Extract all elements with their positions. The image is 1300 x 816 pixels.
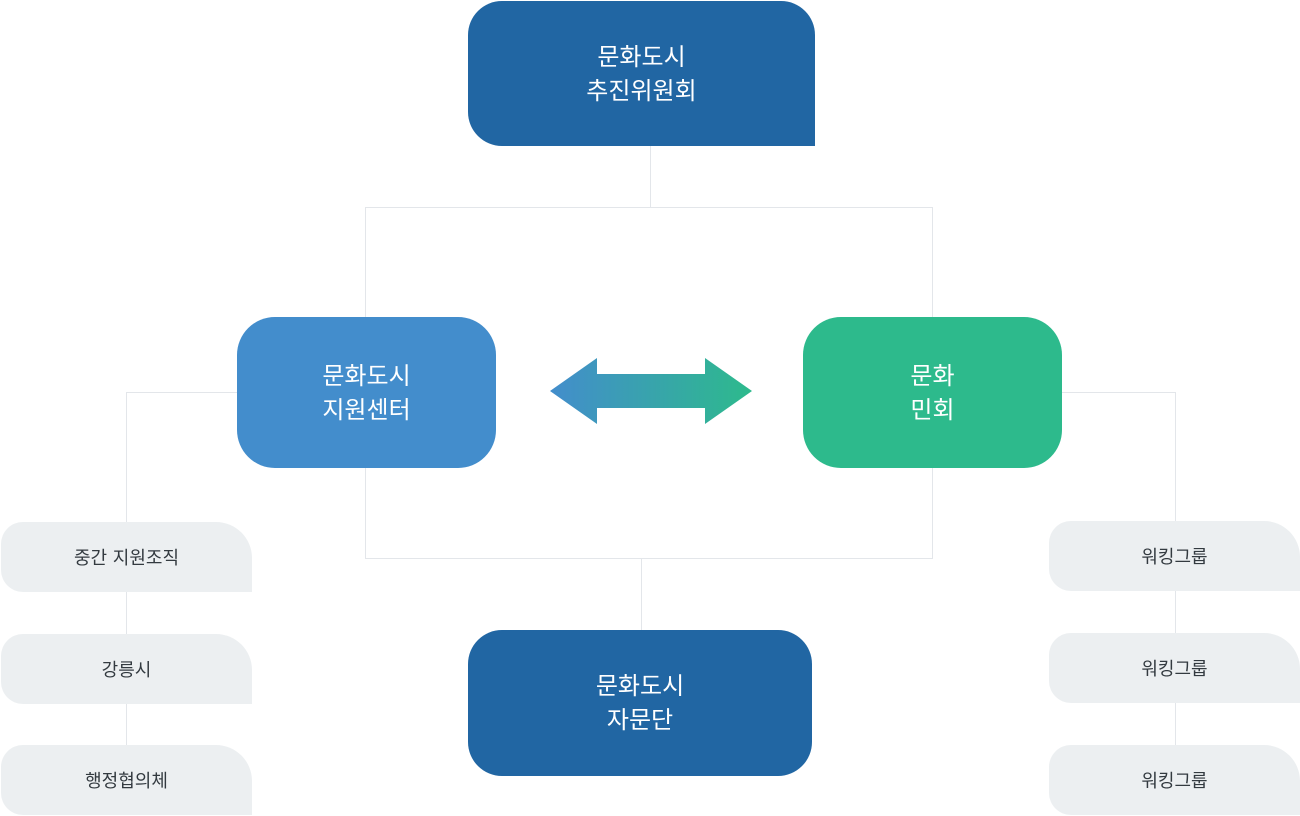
connector-bottom-left-up [365, 467, 366, 559]
connector-top-left-drop [365, 207, 366, 318]
culture-city-promotion-committee-box: 문화도시 추진위원회 [468, 1, 815, 146]
culture-citizen-assembly-box: 문화 민회 [803, 317, 1062, 468]
right-sub-item-2-label: 워킹그룹 [1141, 659, 1208, 680]
right-center-label: 문화 민회 [910, 361, 955, 424]
double-arrow-icon [550, 358, 752, 424]
left-sub-item-2-label: 강릉시 [101, 660, 152, 681]
connector-top-down [650, 146, 651, 208]
right-sub-item-2: 워킹그룹 [1049, 633, 1300, 703]
left-sub-item-3-label: 행정협의체 [85, 771, 168, 792]
right-sub-item-3: 워킹그룹 [1049, 745, 1300, 815]
top-box-label: 문화도시 추진위원회 [586, 42, 697, 105]
culture-city-advisory-box: 문화도시 자문단 [468, 630, 812, 776]
connector-top-horizontal [365, 207, 933, 208]
right-sub-item-3-label: 워킹그룹 [1141, 771, 1208, 792]
connector-left-branch-h [126, 392, 238, 393]
right-sub-item-1-label: 워킹그룹 [1141, 547, 1208, 568]
culture-city-support-center-box: 문화도시 지원센터 [237, 317, 496, 468]
left-sub-item-2: 강릉시 [1, 634, 252, 704]
connector-bottom-right-up [932, 467, 933, 559]
right-sub-item-1: 워킹그룹 [1049, 521, 1300, 591]
left-sub-item-1-label: 중간 지원조직 [73, 548, 180, 569]
left-center-label: 문화도시 지원센터 [322, 361, 411, 424]
left-sub-item-1: 중간 지원조직 [1, 522, 252, 592]
connector-top-right-drop [932, 207, 933, 318]
bottom-box-label: 문화도시 자문단 [595, 672, 685, 734]
connector-right-branch-h [1062, 392, 1176, 393]
connector-bottom-horizontal [365, 558, 933, 559]
connector-bottom-drop [641, 558, 642, 630]
left-sub-item-3: 행정협의체 [1, 745, 252, 815]
